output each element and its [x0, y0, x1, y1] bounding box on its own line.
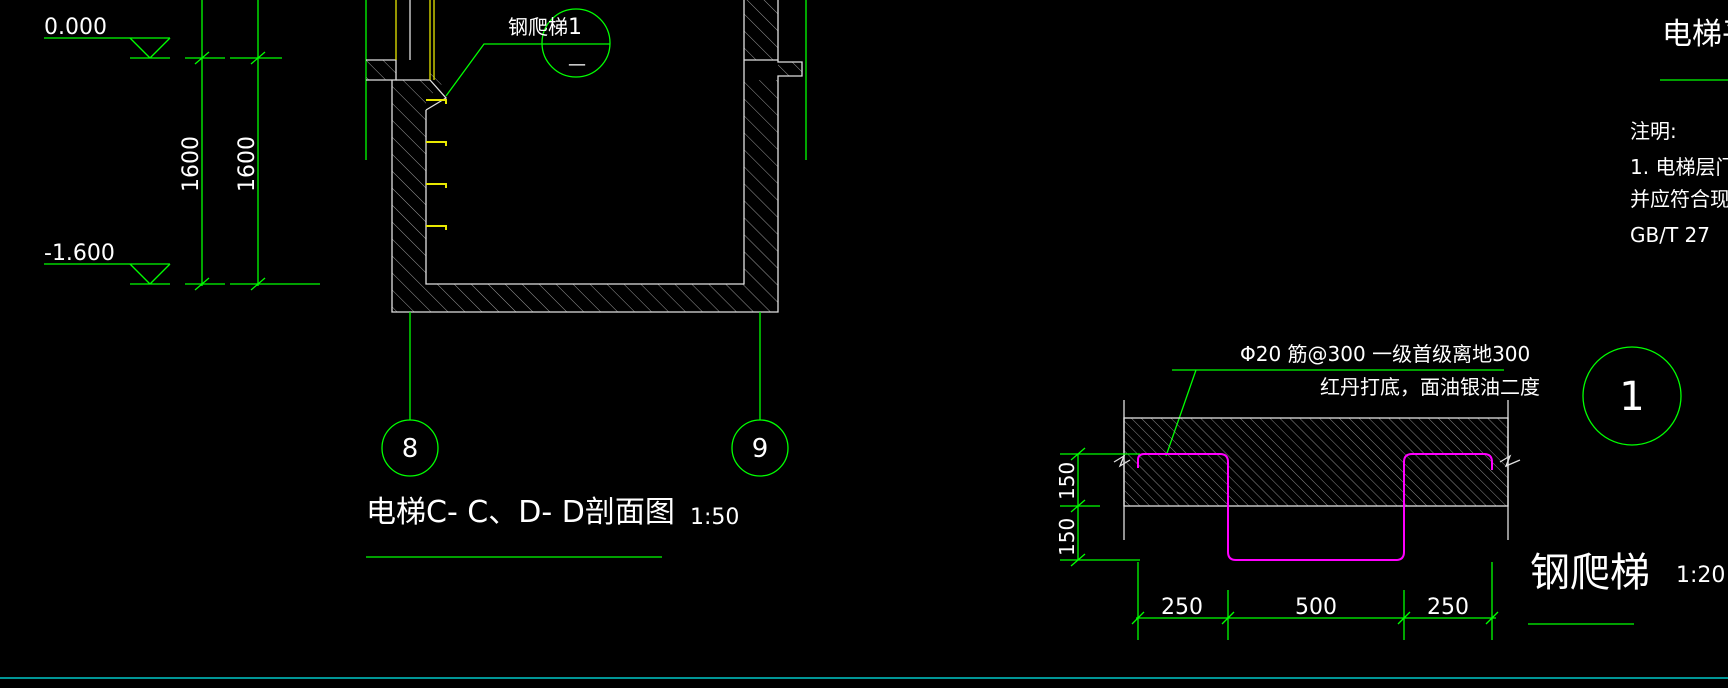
- section-title-scale: 1:50: [690, 505, 739, 530]
- ladder-callout-number: 1: [568, 15, 582, 40]
- right-note-2: 并应符合现行国家: [1630, 187, 1728, 211]
- elevation-top-label: 0.000: [44, 15, 107, 40]
- elevation-marker-bottom: -1.600: [44, 241, 171, 285]
- detail-dim-vertical-bottom: 150: [1055, 518, 1079, 556]
- detail-dim-h3: 250: [1427, 595, 1469, 620]
- axis-9-label: 9: [752, 434, 769, 464]
- axis-bubble-9: 9: [731, 419, 789, 477]
- detail-dim-h1: 250: [1161, 595, 1203, 620]
- ladder-detail: Φ20 筋@300 一级首级离地300 红丹打底，面油银油二度 150 150 …: [1055, 342, 1725, 640]
- vertical-dimension-left: 1600: [179, 0, 225, 291]
- ladder-callout-sub: —: [568, 54, 586, 75]
- detail-scale: 1:20: [1676, 563, 1725, 588]
- detail-note-line1: Φ20 筋@300 一级首级离地300: [1240, 342, 1530, 366]
- axis-8-label: 8: [402, 434, 419, 464]
- detail-note-line2: 红丹打底，面油银油二度: [1320, 375, 1540, 399]
- detail-dim-h2: 500: [1295, 595, 1337, 620]
- pit-section: [365, 0, 807, 420]
- vertical-dimension-right: 1600: [230, 0, 320, 291]
- section-title-text: 电梯C- C、D- D剖面图: [366, 495, 675, 530]
- detail-marker-number: 1: [1619, 374, 1644, 420]
- right-panel-title: 电梯平: [1662, 17, 1728, 52]
- dimension-right-label: 1600: [235, 136, 260, 192]
- detail-title: 钢爬梯: [1530, 550, 1650, 596]
- right-notes-panel: 电梯平 注明: 1. 电梯层门采用 并应符合现行国家 GB/T 27: [1630, 17, 1728, 247]
- section-title: 电梯C- C、D- D剖面图 1:50: [366, 495, 739, 558]
- ladder-callout-label: 钢爬梯: [508, 15, 568, 39]
- elevation-bottom-label: -1.600: [44, 241, 115, 266]
- right-note-3: GB/T 27: [1630, 223, 1710, 247]
- right-note-1: 1. 电梯层门采用: [1630, 155, 1728, 179]
- right-notes-heading: 注明:: [1630, 119, 1677, 143]
- dimension-left-label: 1600: [179, 136, 204, 192]
- axis-bubble-8: 8: [381, 419, 439, 477]
- ladder-rungs: [426, 99, 447, 230]
- detail-dim-vertical-top: 150: [1055, 462, 1079, 500]
- elevation-marker-top: 0.000: [44, 15, 171, 59]
- ladder-callout: 钢爬梯 1 —: [445, 8, 611, 97]
